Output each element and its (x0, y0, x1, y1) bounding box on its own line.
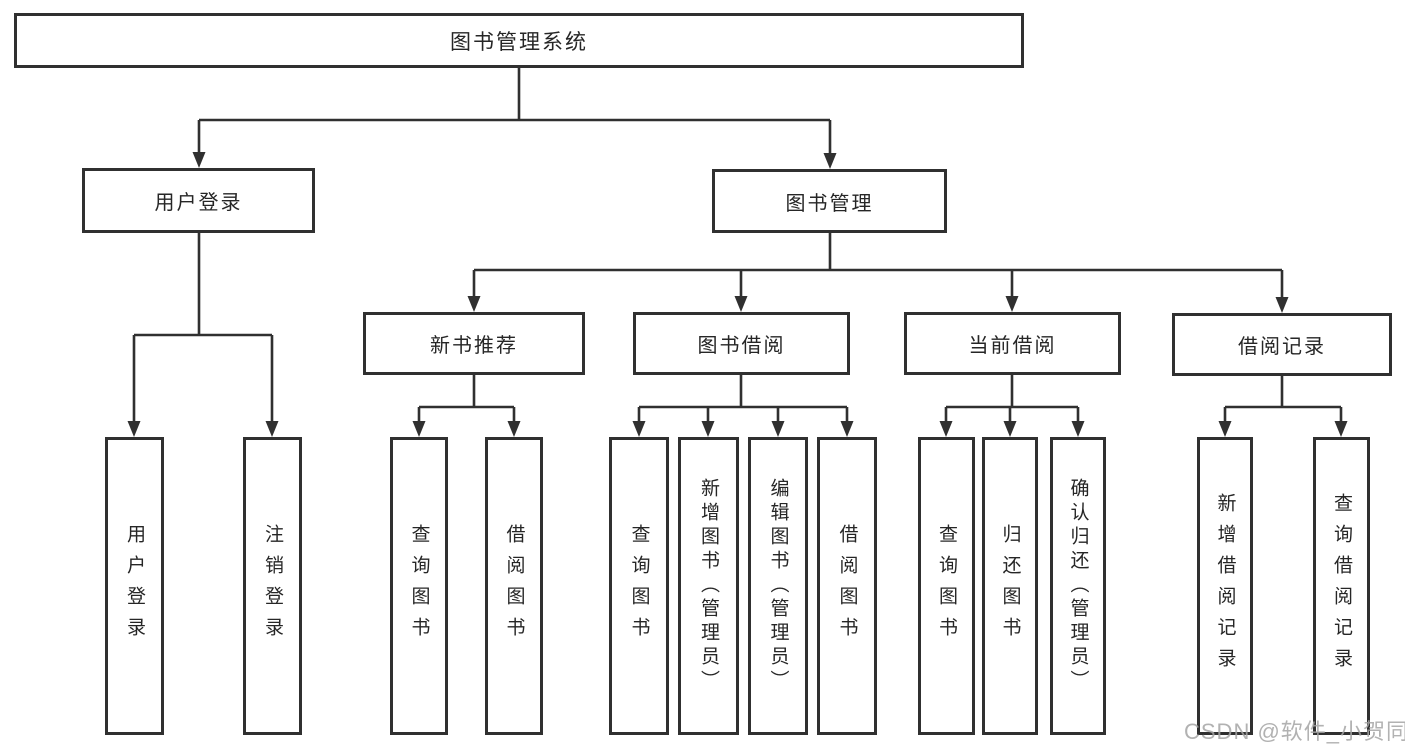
connector-bookborrow-to-leaves (637, 375, 849, 422)
leaf-label: 查询图书 (936, 524, 957, 648)
leaf-query-books: 查询图书 (609, 437, 669, 735)
leaf-label: 注销登录 (262, 524, 283, 648)
node-user-login: 用户登录 (82, 168, 315, 233)
leaf-add-books-admin: 新增图书（管理员） (678, 437, 739, 735)
leaf-label: 查询图书 (408, 524, 430, 648)
node-library-management-system: 图书管理系统 (14, 13, 1024, 68)
node-new-book-recommendation: 新书推荐 (363, 312, 585, 375)
leaf-confirm-return-admin: 确认归还（管理员） (1050, 437, 1106, 735)
node-book-management: 图书管理 (712, 169, 947, 233)
connector-userlogin-to-leaves (132, 233, 274, 422)
leaf-label: 新增借阅记录 (1214, 493, 1236, 679)
leaf-return-books: 归还图书 (982, 437, 1038, 735)
leaf-borrow-books: 借阅图书 (817, 437, 877, 735)
leaf-query-books: 查询图书 (918, 437, 975, 735)
leaf-label: 新增图书（管理员） (698, 478, 719, 694)
leaf-label: 借阅图书 (503, 524, 525, 648)
leaf-label: 归还图书 (999, 524, 1021, 648)
connector-borrowrecords-to-leaves (1223, 376, 1343, 422)
node-label: 图书管理系统 (450, 30, 588, 54)
leaf-label: 查询图书 (628, 524, 650, 648)
node-label: 当前借阅 (968, 335, 1057, 357)
leaf-add-borrow-record: 新增借阅记录 (1197, 437, 1253, 735)
leaf-label: 用户登录 (124, 524, 145, 648)
node-borrowing-records: 借阅记录 (1172, 313, 1392, 376)
connector-newbook-to-leaves (417, 375, 516, 422)
csdn-watermark: CSDN @软件_小贺同学 (1184, 719, 1405, 744)
connector-bookmgmt-to-level3 (472, 233, 1284, 298)
leaf-label: 编辑图书（管理员） (767, 478, 789, 694)
leaf-query-borrow-record: 查询借阅记录 (1313, 437, 1370, 735)
leaf-label: 查询借阅记录 (1331, 493, 1352, 679)
leaf-label: 借阅图书 (836, 524, 858, 648)
leaf-edit-books-admin: 编辑图书（管理员） (748, 437, 808, 735)
leaf-logout-login: 注销登录 (243, 437, 302, 735)
leaf-borrow-books: 借阅图书 (485, 437, 543, 735)
connector-root-to-level2 (197, 68, 832, 154)
node-label: 图书借阅 (697, 335, 786, 357)
leaf-label: 确认归还（管理员） (1067, 478, 1089, 694)
node-label: 图书管理 (785, 192, 874, 215)
node-label: 用户登录 (154, 192, 243, 214)
leaf-user-login: 用户登录 (105, 437, 164, 735)
node-label: 借阅记录 (1238, 336, 1326, 358)
node-label: 新书推荐 (430, 335, 518, 357)
node-current-borrowing: 当前借阅 (904, 312, 1121, 375)
connector-currentborrow-to-leaves (944, 375, 1080, 422)
leaf-query-books: 查询图书 (390, 437, 448, 735)
node-book-borrowing: 图书借阅 (633, 312, 850, 375)
